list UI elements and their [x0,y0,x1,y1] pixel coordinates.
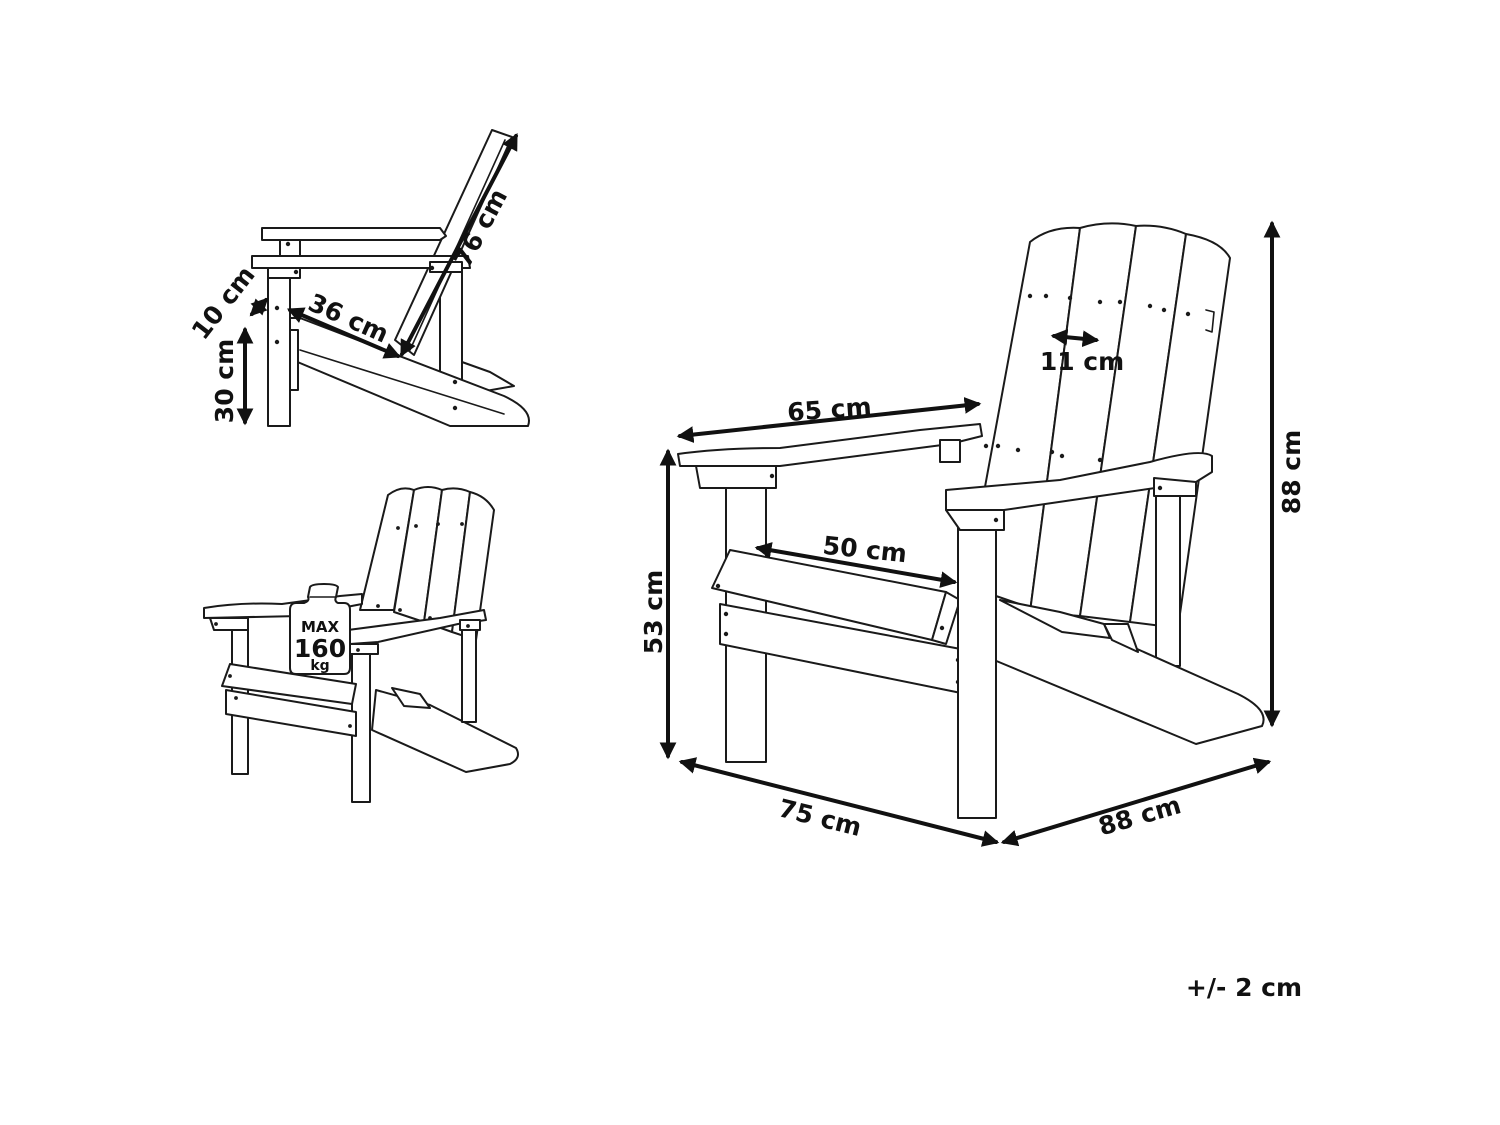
dim-label-seat-tilt: 10 cm [186,261,261,345]
dim-label-armrest-height: 53 cm [639,570,668,654]
dim-arrow-backrest-length [400,133,518,357]
dim-arrow-seat-width [754,542,958,588]
dim-arrow-slat-width [1050,328,1100,348]
dim-label-seat-height: 30 cm [210,339,239,423]
side-view-chair [251,129,530,427]
max-weight-badge: MAX 160 kg [289,583,351,675]
weight-badge-line3: kg [310,658,329,674]
dim-arrow-armrest-span [676,397,982,443]
weight-badge-line1: MAX [301,618,340,636]
main-view-chair [677,222,1265,819]
dim-label-width: 75 cm [776,793,865,842]
dim-arrow-depth [1000,757,1272,847]
dim-label-slat-width: 11 cm [1040,347,1124,376]
dim-arrow-width [678,757,1000,847]
dim-label-depth: 88 cm [1095,790,1184,841]
tolerance-note: +/- 2 cm [1186,973,1302,1002]
dim-label-total-height: 88 cm [1277,430,1306,514]
dim-arrow-seat-depth [286,307,402,359]
dim-arrow-seat-tilt [249,297,269,317]
weight-view-chair [203,486,519,803]
weight-badge-line2: 160 [294,634,346,663]
dim-label-armrest-span: 65 cm [786,392,872,427]
